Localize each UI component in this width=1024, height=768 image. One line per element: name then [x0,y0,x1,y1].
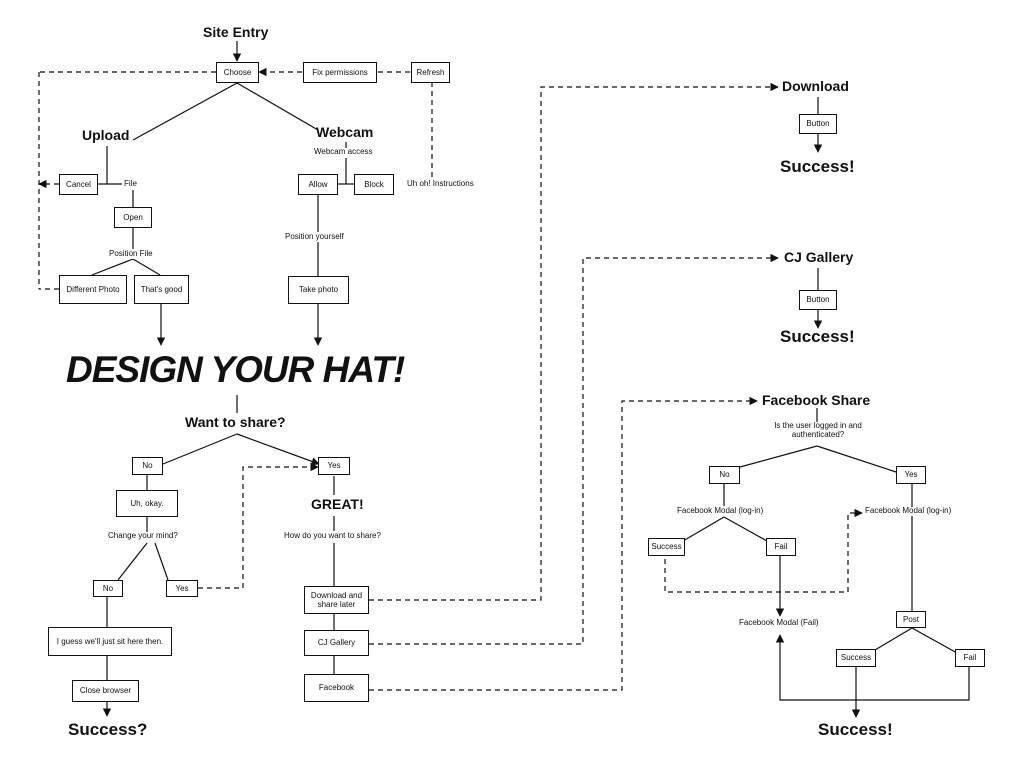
gallery-success-heading: Success! [780,327,855,346]
facebook-modal-login-right-label: Facebook Modal (log-in) [865,506,952,516]
different-photo-node[interactable]: Different Photo [59,275,127,304]
change-no-node[interactable]: No [93,580,123,597]
sit-here-node[interactable]: I guess we'll just sit here then. [48,627,172,656]
site-entry-heading: Site Entry [203,24,269,40]
position-yourself-label: Position yourself [285,232,344,242]
post-fail-node[interactable]: Fail [955,649,985,667]
webcam-heading: Webcam [316,124,374,140]
share-no-node[interactable]: No [132,457,163,475]
close-browser-node[interactable]: Close browser [72,680,139,702]
choose-node[interactable]: Choose [216,62,259,83]
facebook-success-heading: Success! [818,720,893,739]
gallery-button-node[interactable]: Button [799,290,837,310]
fb-login-fail-node[interactable]: Fail [766,538,796,556]
post-node[interactable]: Post [896,611,926,628]
want-to-share-heading: Want to share? [185,414,286,430]
post-success-node[interactable]: Success [836,649,876,667]
facebook-node[interactable]: Facebook [304,674,369,702]
design-your-hat-title: DESIGN YOUR HAT! [66,349,405,390]
block-node[interactable]: Block [354,174,394,195]
uh-okay-node[interactable]: Uh, okay. [116,490,178,517]
cj-gallery-node[interactable]: CJ Gallery [304,630,369,656]
allow-node[interactable]: Allow [298,174,338,195]
webcam-access-label: Webcam access [314,147,373,157]
download-later-node[interactable]: Download and share later [304,586,369,614]
fb-login-success-node[interactable]: Success [648,538,685,556]
download-success-heading: Success! [780,157,855,176]
cj-gallery-heading: CJ Gallery [784,249,854,265]
file-label: File [124,179,137,189]
take-photo-node[interactable]: Take photo [288,276,349,304]
share-yes-node[interactable]: Yes [318,457,350,475]
cancel-node[interactable]: Cancel [59,174,98,195]
logged-in-question-label: Is the user logged in and authenticated? [774,421,862,440]
uh-oh-instructions-label: Uh oh! Instructions [407,179,474,189]
download-button-node[interactable]: Button [799,114,837,134]
position-file-label: Position File [109,249,153,259]
great-heading: GREAT! [311,496,364,512]
fb-yes-node[interactable]: Yes [896,466,926,484]
success-question-heading: Success? [68,720,148,739]
fb-no-node[interactable]: No [709,466,740,484]
fix-permissions-node[interactable]: Fix permissions [303,62,377,83]
facebook-share-heading: Facebook Share [762,392,871,408]
refresh-node[interactable]: Refresh [411,62,450,83]
open-node[interactable]: Open [114,207,152,228]
change-mind-label: Change your mind? [108,531,178,541]
upload-heading: Upload [82,127,130,143]
facebook-modal-fail-label: Facebook Modal (Fail) [739,618,819,628]
facebook-modal-login-label: Facebook Modal (log-in) [677,506,764,516]
change-yes-node[interactable]: Yes [166,580,198,597]
thats-good-node[interactable]: That's good [134,275,189,304]
download-heading: Download [782,78,849,94]
how-share-label: How do you want to share? [284,531,381,541]
